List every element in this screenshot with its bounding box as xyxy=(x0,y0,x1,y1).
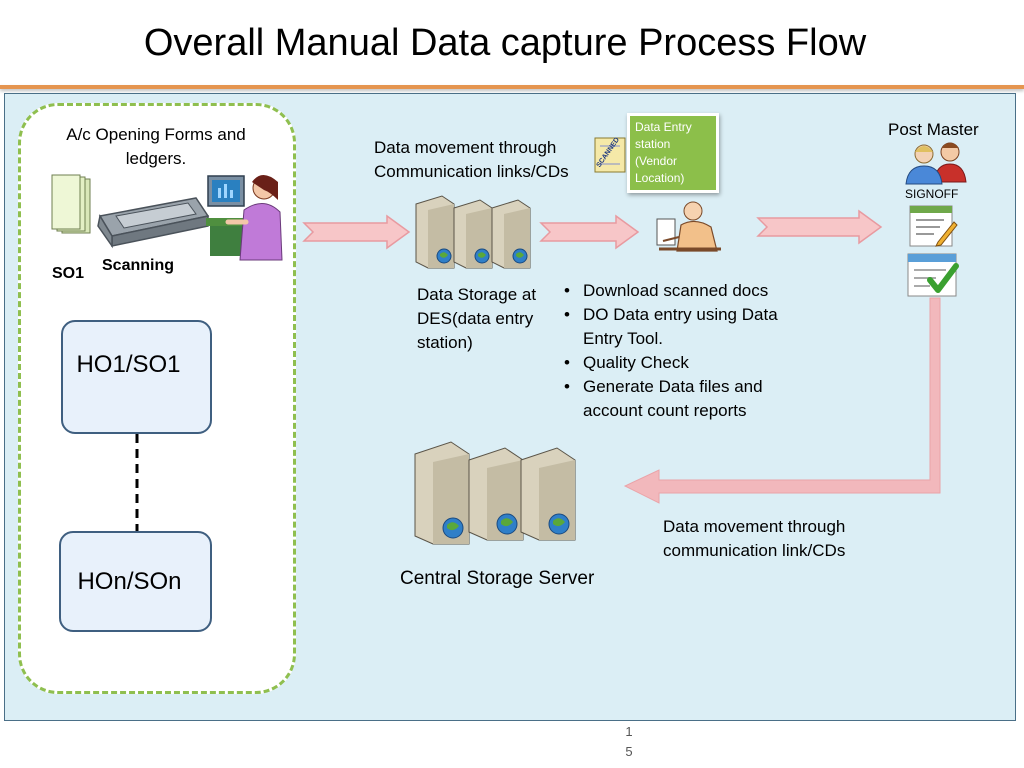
scanned-document-icon xyxy=(594,137,626,173)
signoff-label: SIGNOFF xyxy=(905,187,959,201)
page-number: 1 5 xyxy=(625,724,633,759)
return-arrow-to-central-storage xyxy=(623,297,941,504)
data-movement-top-label: Data movement through Communication link… xyxy=(374,138,569,181)
node-hon-son: HOn/SOn xyxy=(59,531,212,632)
approved-document-icon xyxy=(907,253,959,297)
central-storage-label: Central Storage Server xyxy=(400,568,595,589)
node-hon-son-label: HOn/SOn xyxy=(77,567,182,595)
arrow-to-data-entry xyxy=(539,214,640,250)
node-ho1-so1: HO1/SO1 xyxy=(61,320,212,434)
scanning-label: Scanning xyxy=(102,257,175,274)
task-item: Generate Data files and account count re… xyxy=(560,375,810,423)
woman-at-computer-icon xyxy=(206,175,283,261)
data-storage-servers-icon xyxy=(415,195,531,269)
title-underline xyxy=(0,85,1024,89)
task-item: DO Data entry using Data Entry Tool. xyxy=(560,303,810,351)
node-ho1-so1-label: HO1/SO1 xyxy=(76,351,181,378)
post-master-label: Post Master xyxy=(888,120,979,139)
server-rack-icon xyxy=(415,195,455,269)
arrow-to-data-storage xyxy=(302,214,411,250)
signoff-document-icon xyxy=(909,205,958,247)
users-icon xyxy=(905,142,967,185)
dashed-connector xyxy=(135,434,139,534)
data-movement-bottom-label: Data movement through communication link… xyxy=(663,517,846,560)
paper-stack-icon xyxy=(51,174,91,234)
page-title: Overall Manual Data capture Process Flow xyxy=(143,22,867,64)
data-entry-station-box: Data Entry station (Vendor Location) xyxy=(627,113,719,193)
task-item: Download scanned docs xyxy=(560,279,810,303)
scanner-icon xyxy=(97,197,210,249)
data-entry-station-label: Data Entry station (Vendor Location) xyxy=(635,120,692,185)
task-list: Download scanned docs DO Data entry usin… xyxy=(560,279,810,423)
forms-label: A/c Opening Forms and ledgers. xyxy=(66,125,246,168)
task-item: Quality Check xyxy=(560,351,810,375)
so1-label: SO1 xyxy=(52,265,85,282)
arrow-to-post-master xyxy=(756,209,883,245)
man-at-desk-icon xyxy=(656,201,721,252)
central-storage-servers-icon xyxy=(414,441,576,545)
data-storage-label: Data Storage at DES(data entry station) xyxy=(417,285,537,352)
